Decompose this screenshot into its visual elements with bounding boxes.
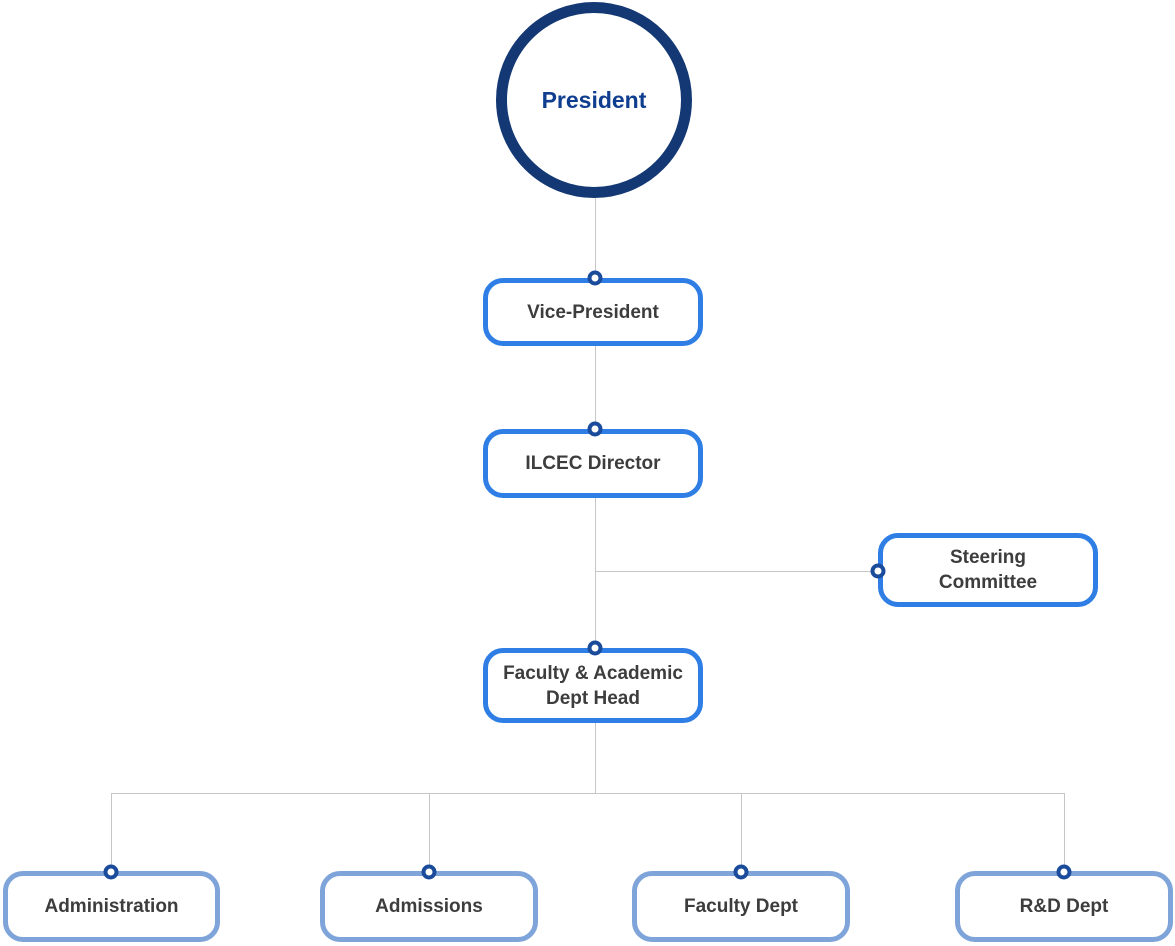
connector-dot-faculty-dept [733, 864, 749, 880]
node-label: President [541, 86, 647, 113]
connector-dot-ilcec-director [587, 421, 603, 437]
connector-line [1064, 793, 1065, 872]
connector-dot-vice-president [587, 270, 603, 286]
node-rd-dept: R&D Dept [955, 871, 1173, 942]
node-label: Admissions [375, 896, 483, 917]
connector-dot-steering-committee [870, 563, 886, 579]
connector-line [111, 793, 112, 872]
connector-line [111, 793, 1064, 794]
connector-dot-faculty-academic-dept-head [587, 640, 603, 656]
node-label: Vice-President [527, 301, 659, 323]
node-faculty-academic-dept-head: Faculty & Academic Dept Head [483, 648, 703, 723]
node-administration: Administration [3, 871, 220, 942]
connector-dot-rd-dept [1056, 864, 1072, 880]
connector-dot-admissions [421, 864, 437, 880]
node-label: ILCEC Director [525, 453, 661, 474]
node-label: R&D Dept [1019, 896, 1109, 917]
node-president: President [496, 2, 692, 198]
node-label: Committee [938, 572, 1038, 593]
connector-line [741, 793, 742, 872]
connector-line [595, 346, 596, 429]
node-steering-committee: Steering Committee [878, 533, 1098, 607]
node-label: Dept Head [546, 687, 640, 709]
node-faculty-dept: Faculty Dept [632, 871, 850, 942]
connector-line [595, 571, 878, 572]
node-label: Faculty & Academic [503, 662, 683, 684]
node-label: Administration [44, 896, 179, 917]
node-vice-president: Vice-President [483, 278, 703, 346]
connector-line [595, 498, 596, 648]
connector-line [429, 793, 430, 872]
node-label: Steering [949, 547, 1027, 568]
connector-line [595, 723, 596, 793]
node-ilcec-director: ILCEC Director [483, 429, 703, 498]
node-label: Faculty Dept [683, 896, 799, 917]
connector-line [595, 197, 596, 278]
node-admissions: Admissions [320, 871, 538, 942]
connector-dot-administration [103, 864, 119, 880]
